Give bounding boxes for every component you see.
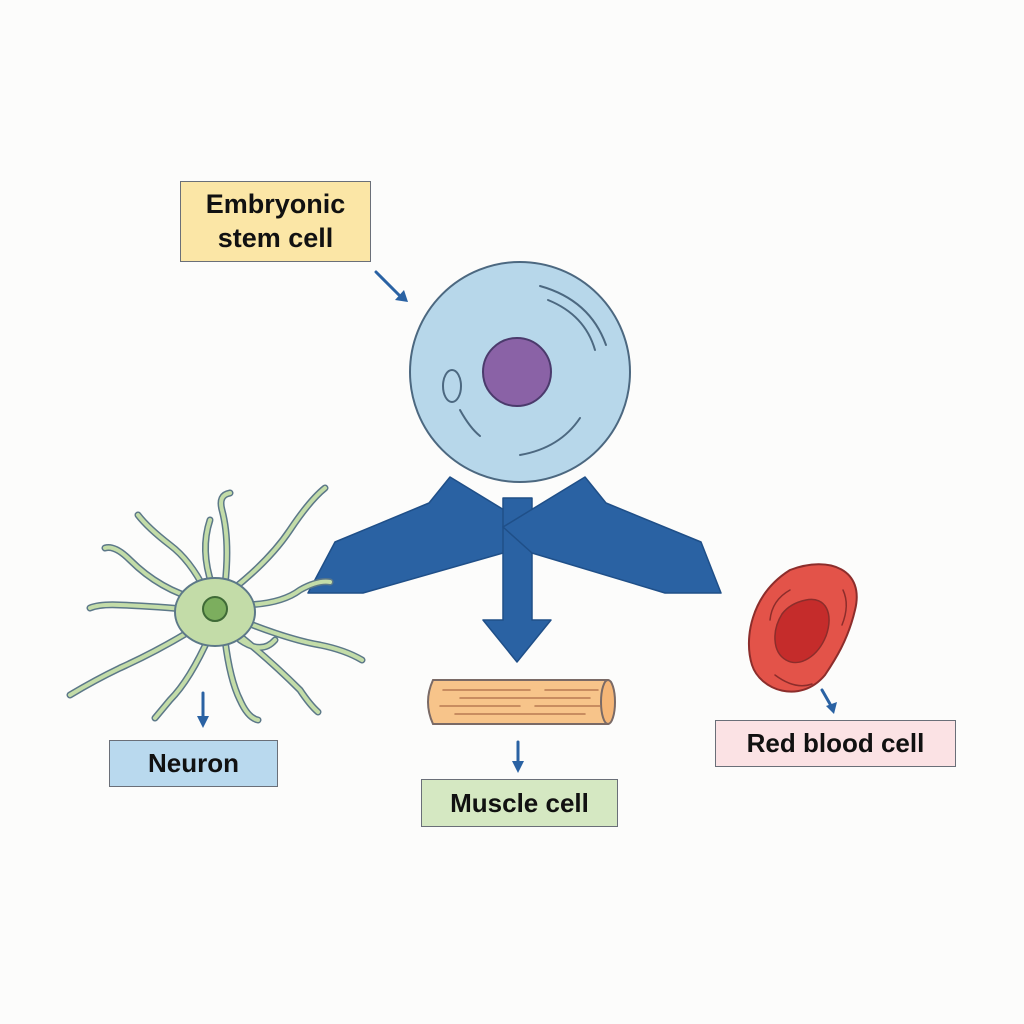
neuron-icon <box>66 484 366 724</box>
neuron-nucleus <box>202 596 228 622</box>
pointer-arrow-rbc <box>820 688 837 714</box>
arrow-to-neuron <box>307 476 533 594</box>
red-blood-cell-icon <box>747 563 858 693</box>
pointer-arrow-muscle <box>512 740 524 773</box>
arrow-to-rbc <box>502 476 722 594</box>
pointer-arrow-neuron <box>197 691 209 728</box>
stem-cell-label-line2: stem cell <box>217 222 334 253</box>
pointer-arrow-stem <box>374 270 408 302</box>
stem-cell-label-line1: Embryonic <box>205 188 346 219</box>
differentiation-arrows <box>307 476 722 663</box>
stem-cell-icon <box>409 261 631 483</box>
muscle-cell-icon <box>427 679 616 725</box>
muscle-cell-label: Muscle cell <box>421 779 618 827</box>
neuron-label: Neuron <box>109 740 278 787</box>
stem-cell-nucleus <box>482 337 552 407</box>
red-blood-cell-label: Red blood cell <box>715 720 956 767</box>
stem-cell-label: Embryonic stem cell <box>180 181 371 262</box>
